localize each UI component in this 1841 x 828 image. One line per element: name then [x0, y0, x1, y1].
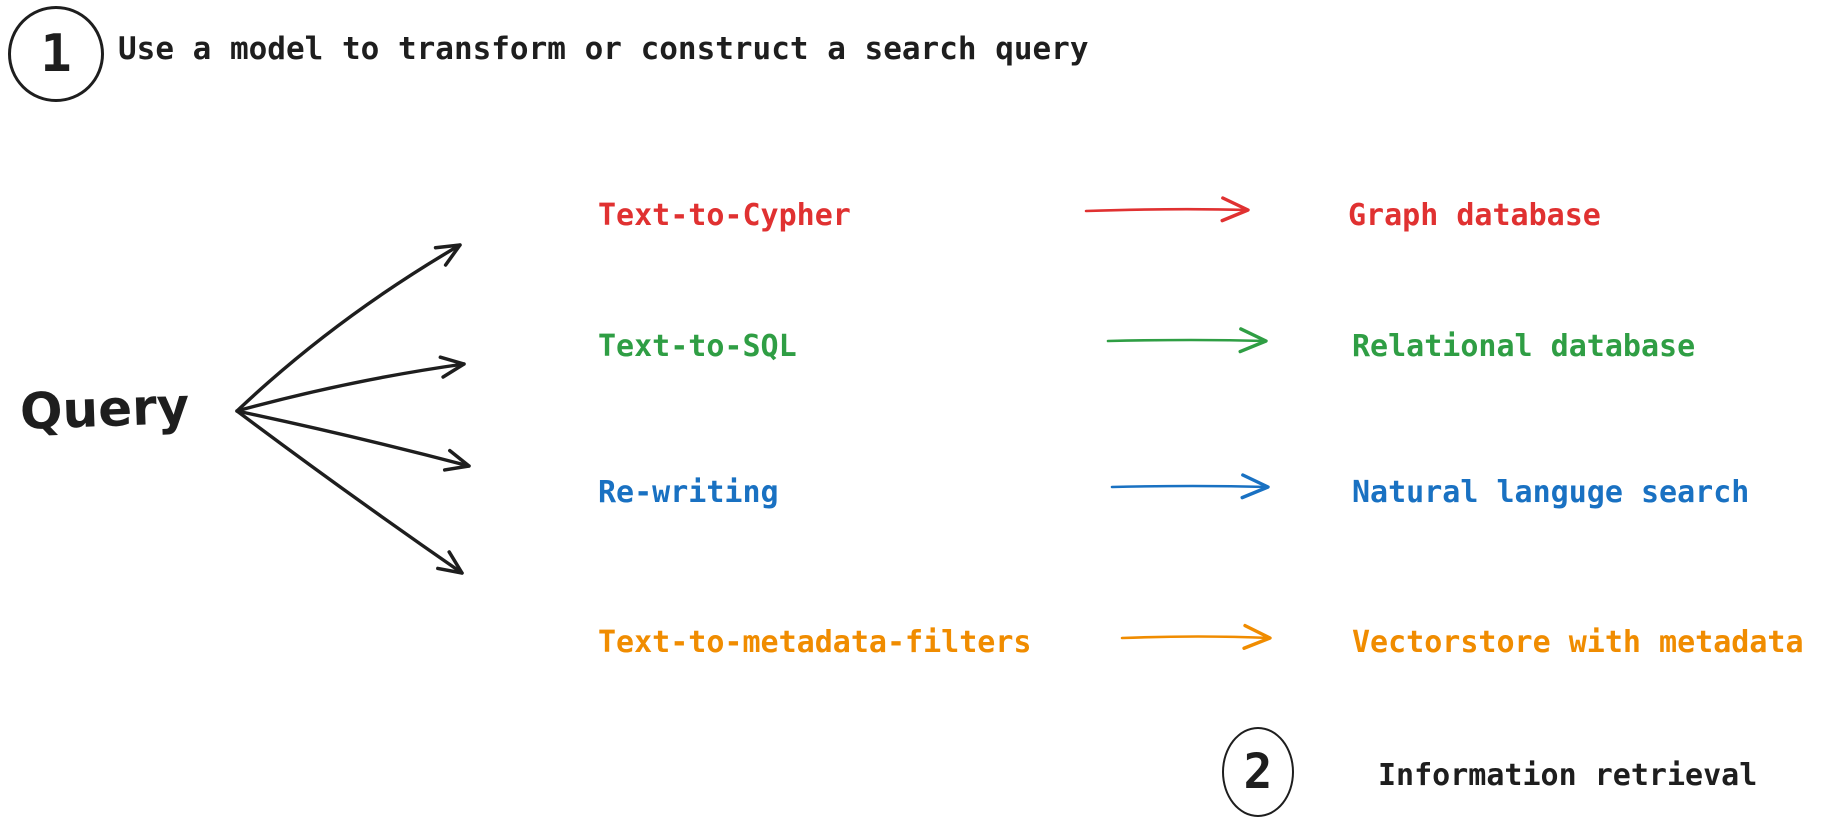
row-arrow-blue	[1110, 473, 1270, 500]
fan-arrow-4	[235, 409, 464, 575]
fan-arrow-2	[235, 355, 466, 413]
step2-number: 2	[1243, 744, 1273, 800]
row-target-graph-database: Graph database	[1348, 198, 1601, 233]
step1-number: 1	[40, 24, 72, 84]
row-arrow-orange	[1120, 623, 1272, 650]
row-source-text-to-sql: Text-to-SQL	[598, 329, 797, 364]
row-source-text-to-metadata-filters: Text-to-metadata-filters	[598, 625, 1032, 660]
row-arrow-red	[1084, 196, 1250, 223]
query-label: Query	[19, 377, 191, 441]
row-target-vectorstore-with-metadata: Vectorstore with metadata	[1352, 625, 1804, 660]
step2-label: Information retrieval	[1378, 758, 1758, 793]
step1-label: Use a model to transform or construct a …	[118, 31, 1089, 67]
step1-badge: 1	[8, 6, 104, 102]
step2-badge: 2	[1222, 727, 1294, 817]
fan-arrow-1	[235, 243, 462, 413]
row-source-text-to-cypher: Text-to-Cypher	[598, 198, 851, 233]
row-target-natural-language-search: Natural languge search	[1352, 475, 1750, 510]
row-source-re-writing: Re-writing	[598, 475, 779, 510]
fan-arrow-3	[235, 409, 471, 472]
row-target-relational-database: Relational database	[1352, 329, 1696, 364]
row-arrow-green	[1106, 327, 1268, 354]
